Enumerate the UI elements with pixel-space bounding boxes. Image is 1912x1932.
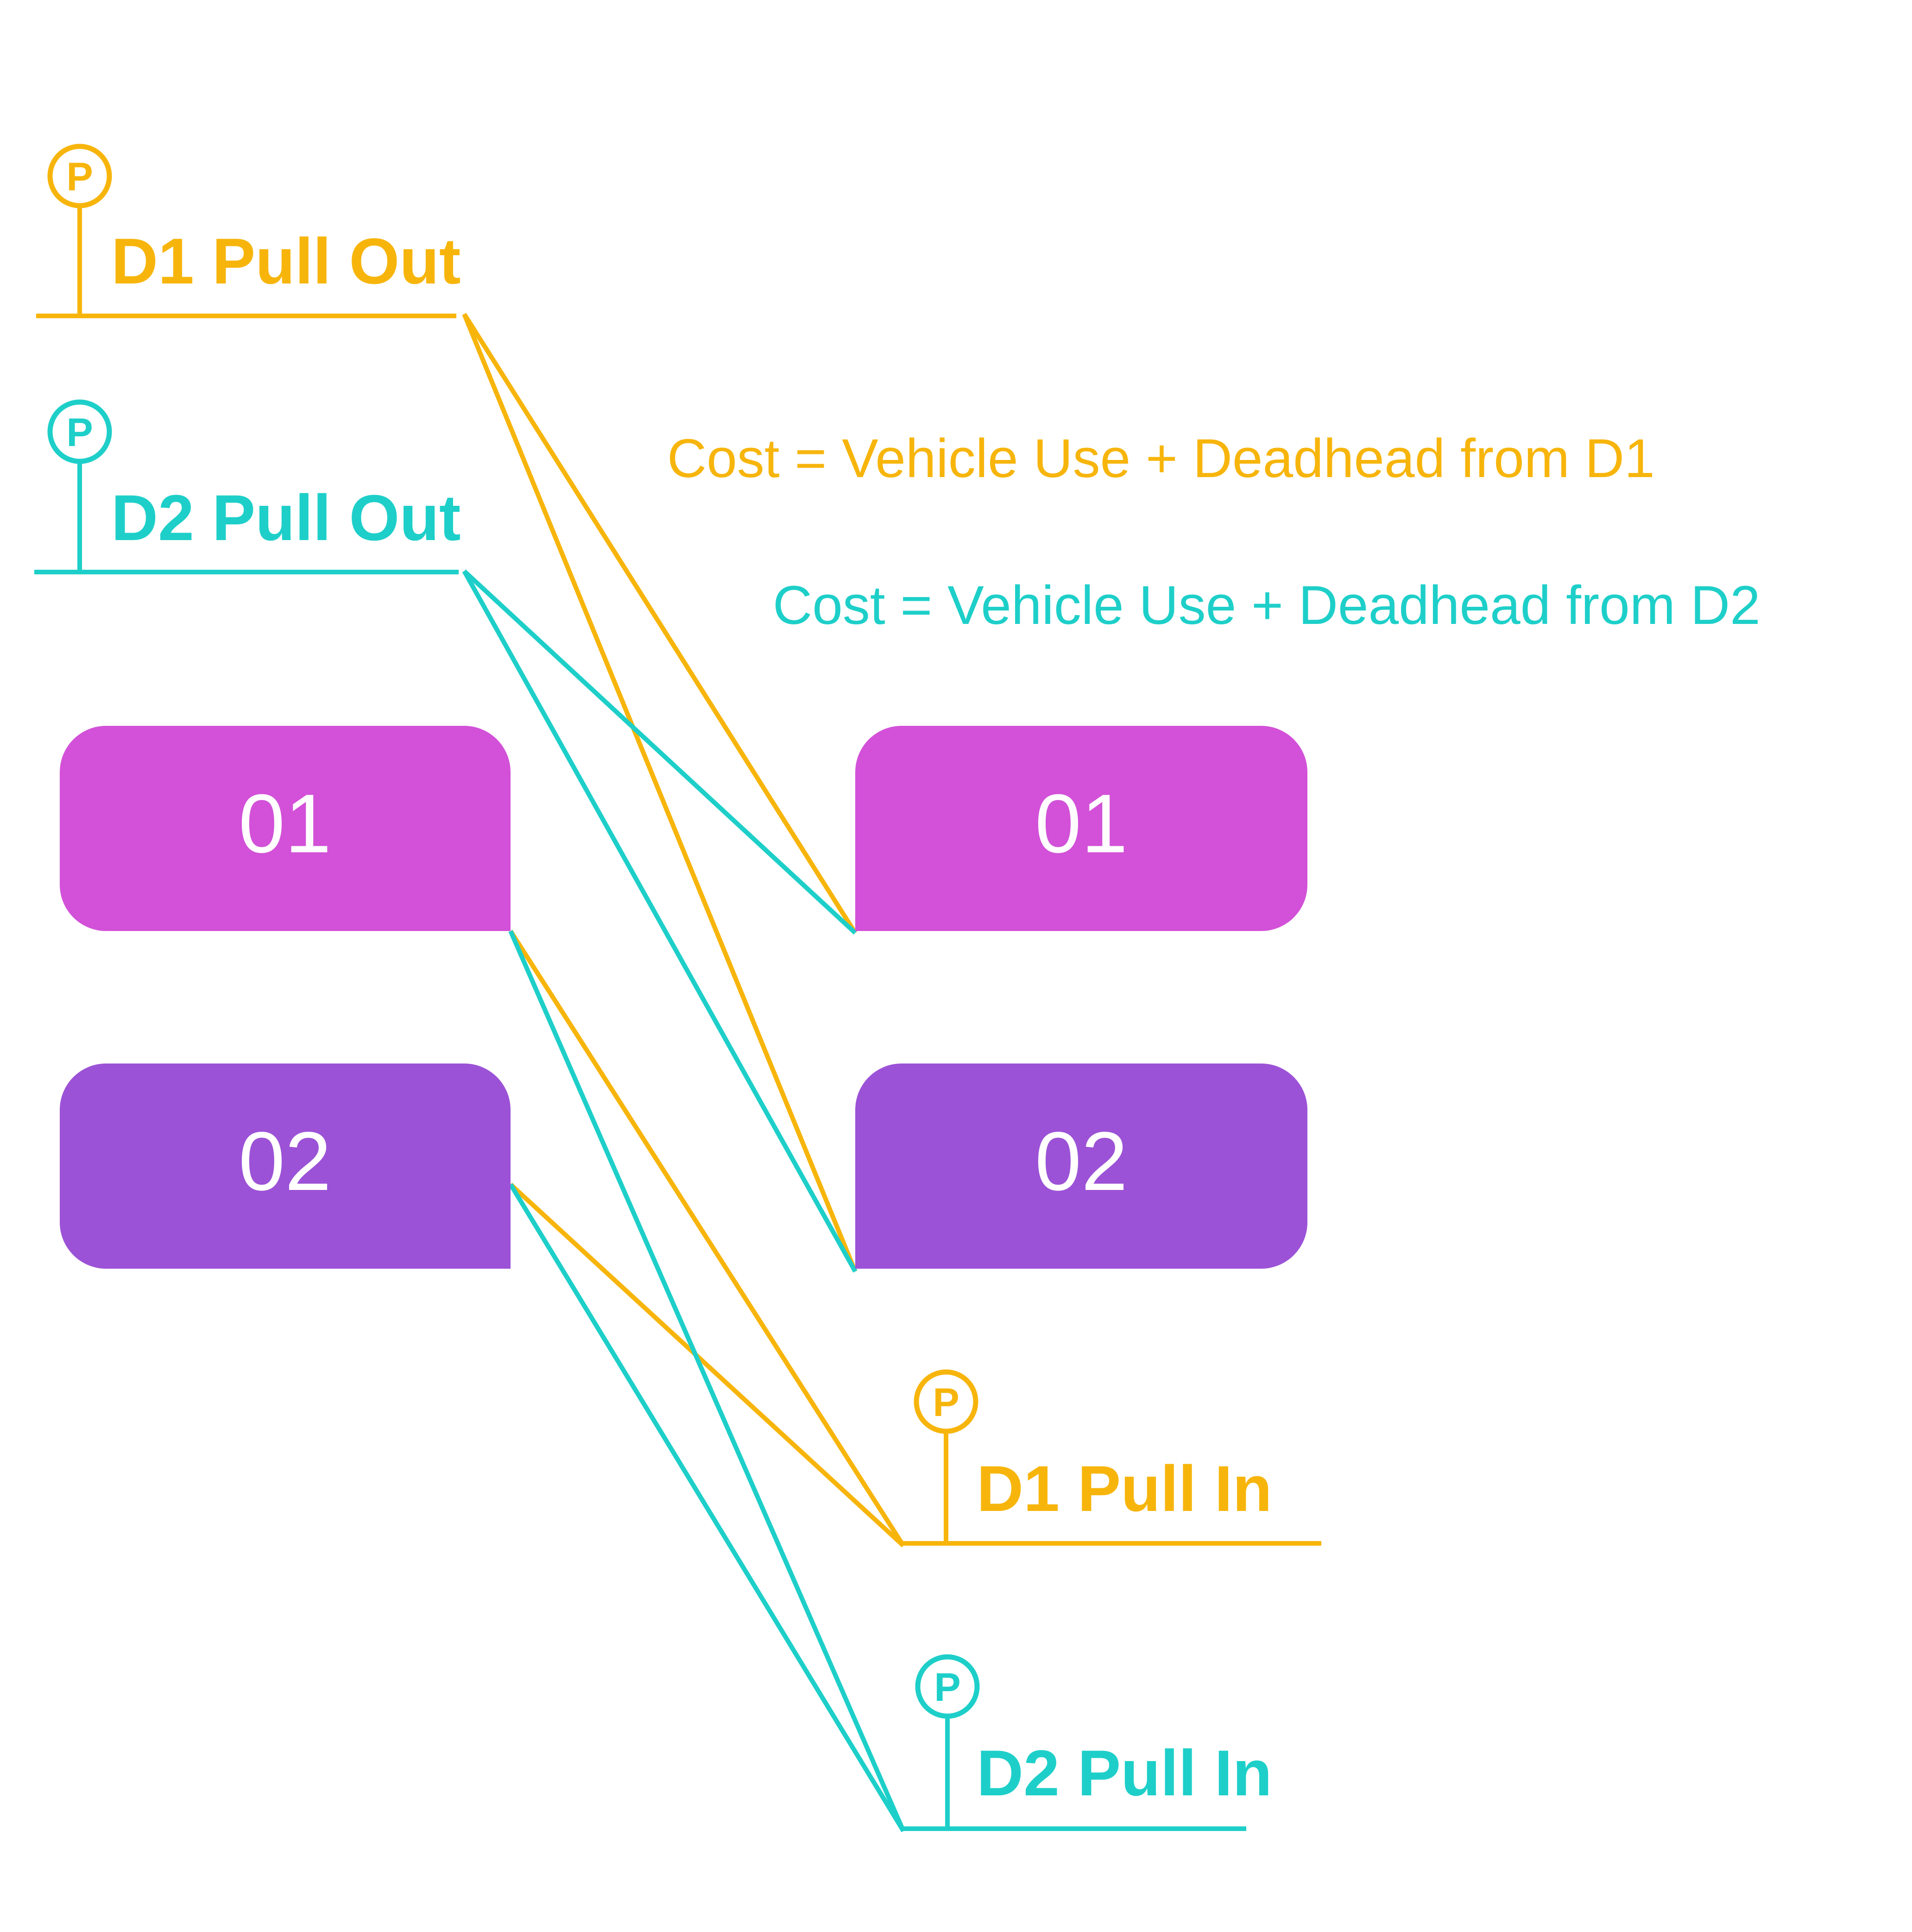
parking-icon-letter: P <box>933 1380 959 1425</box>
connector-left-01-to-d2-in <box>508 930 906 1832</box>
trip-box-right-02: 02 <box>855 1064 1307 1269</box>
depot-d1-pull-in: P D1 Pull In <box>902 1369 1321 1546</box>
depot-label: D2 Pull Out <box>111 481 461 554</box>
connector-d1-out-to-right-02 <box>462 313 858 1272</box>
trip-box-shape <box>855 726 1307 931</box>
cost-text-d2: Cost = Vehicle Use + Deadhead from D2 <box>773 575 1761 636</box>
cost-text-d1: Cost = Vehicle Use + Deadhead from D1 <box>667 428 1655 489</box>
connector-d2-out-to-right-02 <box>462 570 858 1273</box>
trip-label: 01 <box>239 777 331 870</box>
connector-left-02-to-d2-in <box>508 1183 906 1832</box>
trip-box-left-01: 01 <box>60 726 511 931</box>
connector-lines <box>462 313 906 1832</box>
depot-label: D1 Pull In <box>977 1452 1272 1525</box>
trip-box-shape <box>60 726 511 931</box>
parking-icon-letter: P <box>66 155 93 199</box>
depot-label: D2 Pull In <box>977 1737 1272 1809</box>
trip-box-right-01: 01 <box>855 726 1307 931</box>
trip-box-shape <box>855 1064 1307 1269</box>
parking-icon-letter: P <box>934 1665 960 1710</box>
trip-box-left-02: 02 <box>60 1064 511 1269</box>
connector-d2-out-to-right-01 <box>462 569 857 935</box>
trip-label: 02 <box>239 1115 331 1208</box>
depot-d2-pull-in: P D2 Pull In <box>902 1654 1272 1831</box>
connector-d1-out-to-right-01 <box>462 313 858 934</box>
depot-label: D1 Pull Out <box>111 225 461 297</box>
trip-box-shape <box>60 1064 511 1269</box>
connector-left-01-to-d1-in <box>508 930 906 1547</box>
connector-left-02-to-d1-in <box>509 1183 905 1548</box>
trip-label: 01 <box>1035 777 1128 870</box>
depot-d1-pull-out: P D1 Pull Out <box>36 144 461 318</box>
parking-icon-letter: P <box>66 410 93 455</box>
trip-label: 02 <box>1035 1115 1128 1208</box>
depot-d2-pull-out: P D2 Pull Out <box>34 399 461 574</box>
